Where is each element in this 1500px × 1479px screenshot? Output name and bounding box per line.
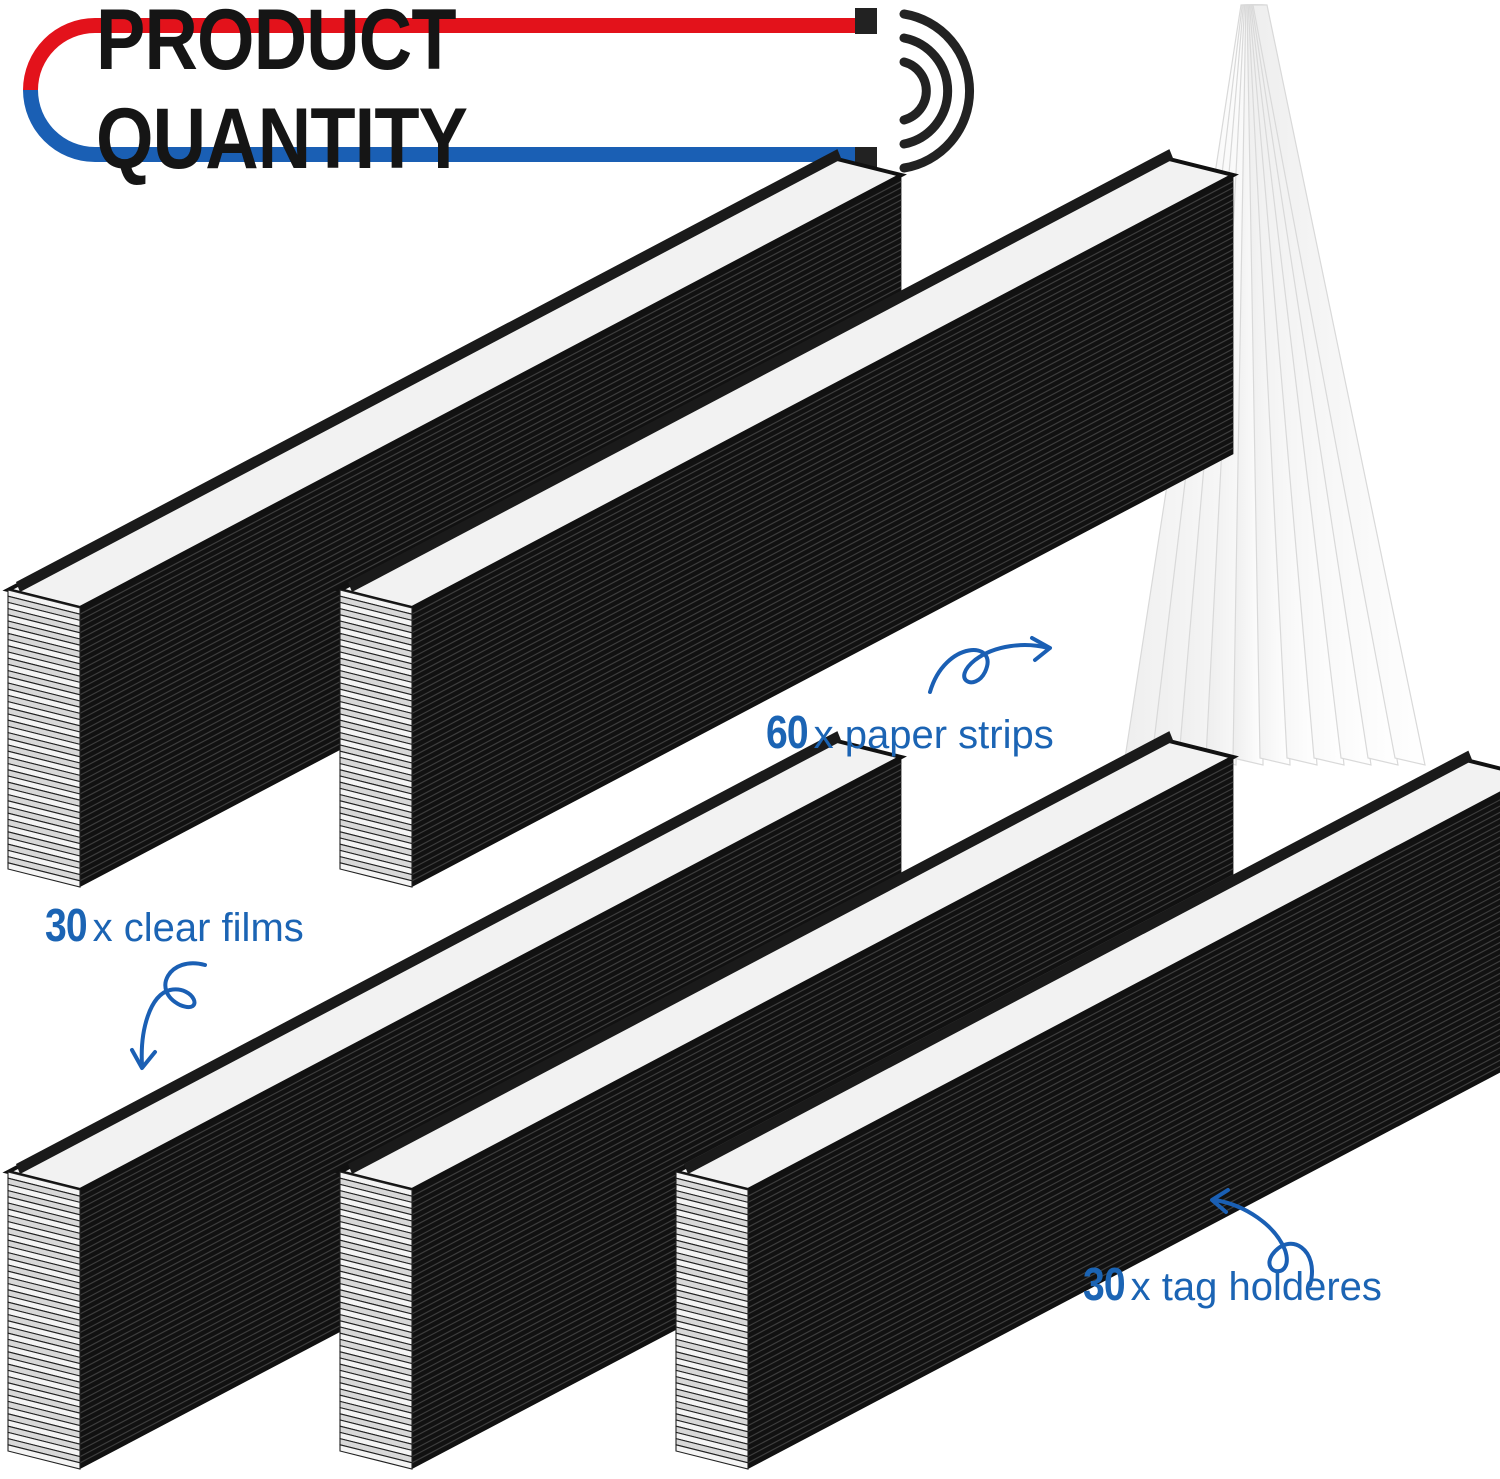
banner-pole-top	[855, 8, 877, 34]
banner-red-arc	[23, 18, 875, 90]
holder-stack	[2, 731, 907, 1470]
banner-blue-arc	[23, 90, 875, 162]
tag-holder-stacks	[2, 149, 1500, 1470]
clear-films-label: 30 x clear films	[45, 898, 304, 952]
holder-stack	[670, 750, 1500, 1470]
curly-arrow-icon-paper	[928, 636, 1052, 694]
holder-stack	[2, 149, 907, 888]
banner-title: PRODUCT QUANTITY	[96, 0, 468, 187]
tag-holders-label: 30 x tag holderes	[1083, 1257, 1382, 1311]
tag-holders-count: 30	[1083, 1258, 1126, 1310]
clear-films-text: x clear films	[92, 906, 304, 950]
paper-strip	[1252, 4, 1426, 766]
tag-holders-text: x tag holderes	[1130, 1265, 1382, 1309]
paper-strips-text: x paper strips	[813, 713, 1054, 757]
signal-waves-icon	[899, 9, 975, 173]
paper-strips-count: 60	[766, 706, 809, 758]
clear-films-count: 30	[45, 899, 88, 951]
holder-stack	[334, 149, 1239, 888]
paper-strips-label: 60 x paper strips	[766, 705, 1054, 759]
curly-arrow-icon-films	[130, 961, 207, 1070]
curly-arrow-icon-holders	[1210, 1188, 1314, 1287]
holder-front-face	[412, 175, 1234, 888]
holder-front-face	[748, 793, 1500, 1469]
